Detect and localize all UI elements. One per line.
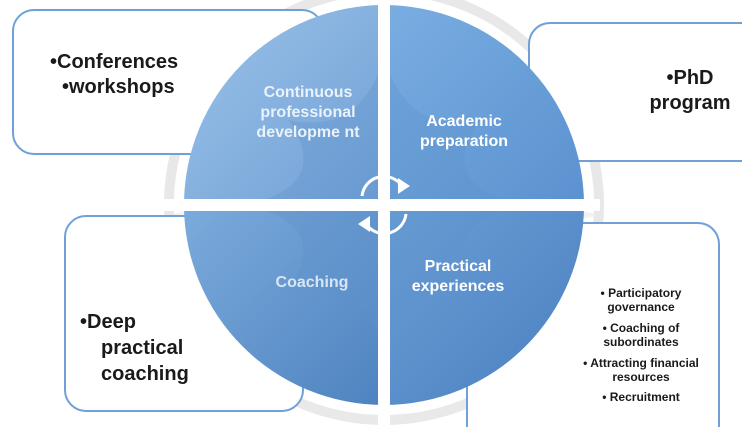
box-bottom-left-text: •Deep practical coaching (80, 309, 189, 387)
quadrant-top-left (184, 5, 384, 205)
box-top-right-text: •PhD program (640, 66, 740, 116)
cycle-arrows-icon (360, 175, 408, 235)
box-item: • Participatory governance (600, 286, 682, 315)
quadrant-label-top-right: Academic preparation (419, 113, 508, 150)
separator-vertical (378, 0, 390, 427)
box-item: • Attracting financial resources (583, 355, 699, 384)
box-item: •Conferences (50, 51, 179, 73)
quadrant-bottom-left (184, 205, 384, 405)
box-item: •PhD program (649, 67, 731, 114)
separator-horizontal (160, 199, 600, 211)
box-item: •Deep (80, 311, 136, 333)
box-item: • Coaching of subordinates (602, 320, 680, 350)
box-item: practical (101, 337, 184, 359)
box-bottom-right-text: • Participatory governance • Coaching of… (566, 286, 716, 411)
box-top-left-text: •Conferences •workshops (50, 50, 178, 100)
quadrant-label-bottom-right: Practical experiences (411, 258, 505, 295)
quadrant-bottom-right (384, 205, 584, 405)
quadrant-label-top-left: Continuous professional developme nt (256, 84, 360, 141)
box-item: coaching (101, 363, 189, 385)
quadrant-top-right (384, 5, 584, 205)
box-item: •workshops (62, 76, 175, 98)
quadrant-label-bottom-left: Coaching (275, 274, 349, 291)
box-item: • Recruitment (602, 390, 680, 405)
